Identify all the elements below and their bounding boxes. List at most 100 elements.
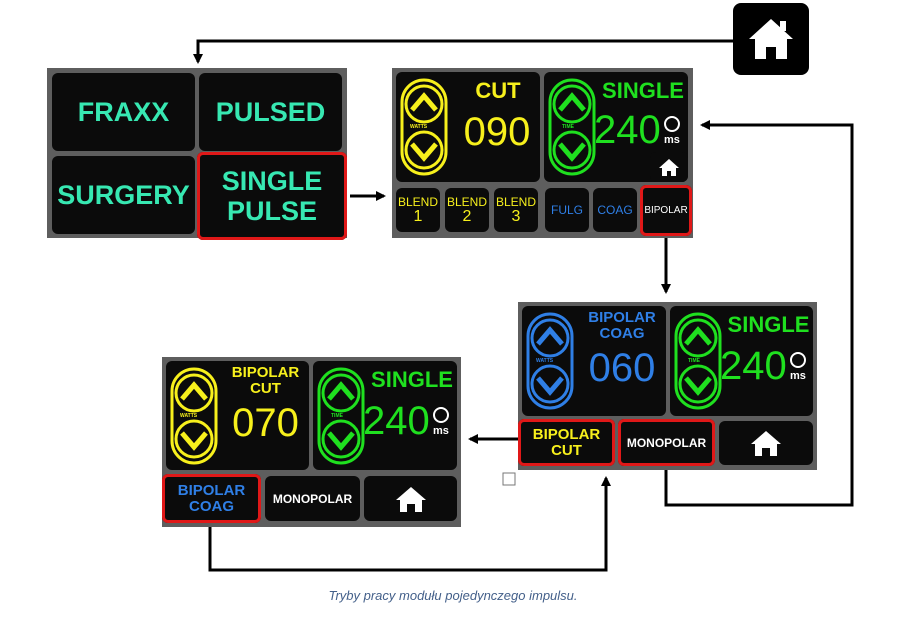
blend2-number: 2	[462, 208, 472, 225]
main-menu-panel: FRAXX PULSED SURGERY SINGLE PULSE	[47, 68, 347, 240]
coag-label: COAG	[597, 203, 633, 217]
bipolar-coag-label-line2: COAG	[189, 497, 234, 515]
coag-button[interactable]: COAG	[593, 188, 637, 232]
fraxx-button[interactable]: FRAXX	[52, 73, 195, 151]
watts-down-icon	[174, 419, 214, 459]
power-tile: WATTS BIPOLAR COAG 060	[522, 306, 666, 416]
time-up-icon	[552, 84, 592, 124]
watts-adjuster[interactable]	[170, 367, 218, 465]
mode-title-line1: BIPOLAR	[231, 364, 300, 381]
bipolar-coag-screen: WATTS BIPOLAR COAG 060 TIME SINGLE 240 m…	[518, 302, 817, 470]
power-value: 070	[232, 401, 299, 445]
single-pulse-label-line2: PULSE	[226, 196, 318, 226]
time-up-icon	[321, 373, 361, 413]
blend1-label: BLEND	[397, 195, 438, 209]
surgery-label: SURGERY	[57, 180, 190, 210]
watts-up-icon	[404, 84, 444, 124]
power-value: 060	[588, 346, 656, 390]
bipolar-button[interactable]: BIPOLAR	[640, 185, 692, 236]
bipolar-cut-screen: WATTS BIPOLAR CUT 070 TIME SINGLE 240 ms…	[162, 357, 461, 527]
blend3-button[interactable]: BLEND 3	[494, 188, 538, 232]
time-label: TIME	[562, 124, 574, 130]
arrow-home-to-menu	[193, 39, 733, 64]
time-down-icon	[678, 364, 718, 404]
time-unit: ms	[664, 134, 680, 146]
mode-title-line2: COAG	[599, 325, 645, 342]
time-tile: TIME SINGLE 240 ms	[544, 72, 688, 182]
home-icon	[749, 19, 793, 59]
fraxx-label: FRAXX	[77, 97, 170, 127]
time-tile: TIME SINGLE 240 ms	[670, 306, 813, 416]
pulse-mode-title: SINGLE	[371, 367, 453, 392]
watts-down-icon	[530, 364, 570, 404]
bipolar-cut-button[interactable]: BIPOLAR CUT	[518, 419, 615, 466]
blend1-number: 1	[413, 208, 423, 225]
time-label: TIME	[331, 413, 343, 419]
time-value: 240	[594, 108, 661, 152]
time-up-icon	[678, 318, 718, 358]
home-icon	[395, 486, 426, 512]
clock-icon	[790, 352, 806, 368]
power-tile: WATTS BIPOLAR CUT 070	[166, 361, 309, 470]
bipolar-label: BIPOLAR	[644, 205, 688, 216]
time-adjuster[interactable]	[674, 312, 722, 410]
mode-title-line2: CUT	[250, 380, 281, 397]
pulse-mode-title: SINGLE	[602, 78, 684, 103]
time-label: TIME	[688, 358, 700, 364]
watts-down-icon	[404, 130, 444, 170]
blend3-label: BLEND	[495, 195, 536, 209]
arrow-monopolar-to-cut	[664, 120, 854, 507]
monopolar-label: MONOPOLAR	[272, 491, 353, 506]
monopolar-button[interactable]: MONOPOLAR	[618, 419, 715, 466]
clock-icon	[433, 407, 449, 423]
pulsed-button[interactable]: PULSED	[199, 73, 342, 151]
figure-caption: Tryby pracy modułu pojedynczego impulsu.	[328, 588, 578, 603]
pulsed-label: PULSED	[215, 97, 326, 127]
watts-adjuster[interactable]	[526, 312, 574, 410]
arrow-bipolarcoag-to-coagscreen	[208, 476, 611, 572]
mode-title-line1: BIPOLAR	[588, 309, 656, 326]
watts-label: WATTS	[536, 358, 554, 364]
bipolar-coag-button[interactable]: BIPOLAR COAG	[162, 474, 261, 523]
single-pulse-button[interactable]: SINGLE PULSE	[197, 152, 347, 240]
home-icon	[659, 159, 679, 176]
clock-icon	[664, 116, 680, 132]
fulg-button[interactable]: FULG	[545, 188, 589, 232]
watts-up-icon	[530, 318, 570, 358]
fulg-label: FULG	[550, 203, 583, 217]
blend1-button[interactable]: BLEND 1	[396, 188, 440, 232]
time-value: 240	[720, 344, 787, 388]
watts-label: WATTS	[180, 413, 198, 419]
time-unit: ms	[790, 370, 806, 382]
coag-home-button[interactable]	[719, 421, 813, 465]
time-adjuster[interactable]	[548, 78, 596, 176]
power-tile: WATTS CUT 090	[396, 72, 540, 182]
cut-screen: WATTS CUT 090 TIME SINGLE 240 ms BLEND 1…	[392, 68, 693, 238]
single-pulse-label-line1: SINGLE	[221, 166, 323, 196]
blend2-button[interactable]: BLEND 2	[445, 188, 489, 232]
time-unit: ms	[433, 425, 449, 437]
power-value: 090	[463, 110, 531, 154]
blend2-label: BLEND	[446, 195, 487, 209]
time-value: 240	[363, 399, 430, 443]
time-adjuster[interactable]	[317, 367, 365, 465]
bipolar-cut-label-line2: CUT	[551, 441, 582, 459]
monopolar-label: MONOPOLAR	[626, 435, 707, 450]
bipolar-cut-label-line1: BIPOLAR	[532, 425, 601, 443]
time-down-icon	[552, 130, 592, 170]
home-icon	[751, 431, 781, 456]
bipolar-coag-label-line1: BIPOLAR	[177, 481, 246, 499]
time-down-icon	[321, 419, 361, 459]
watts-adjuster[interactable]	[400, 78, 448, 176]
cut-home-button[interactable]	[650, 152, 688, 182]
home-button[interactable]	[733, 3, 809, 75]
blend3-number: 3	[511, 208, 521, 225]
monopolar-button[interactable]: MONOPOLAR	[265, 476, 360, 521]
watts-up-icon	[174, 373, 214, 413]
pulse-mode-title: SINGLE	[727, 312, 810, 337]
surgery-button[interactable]: SURGERY	[52, 156, 195, 234]
mode-title: CUT	[475, 78, 521, 103]
cutscreen-home-button[interactable]	[364, 476, 457, 521]
time-tile: TIME SINGLE 240 ms	[313, 361, 457, 470]
